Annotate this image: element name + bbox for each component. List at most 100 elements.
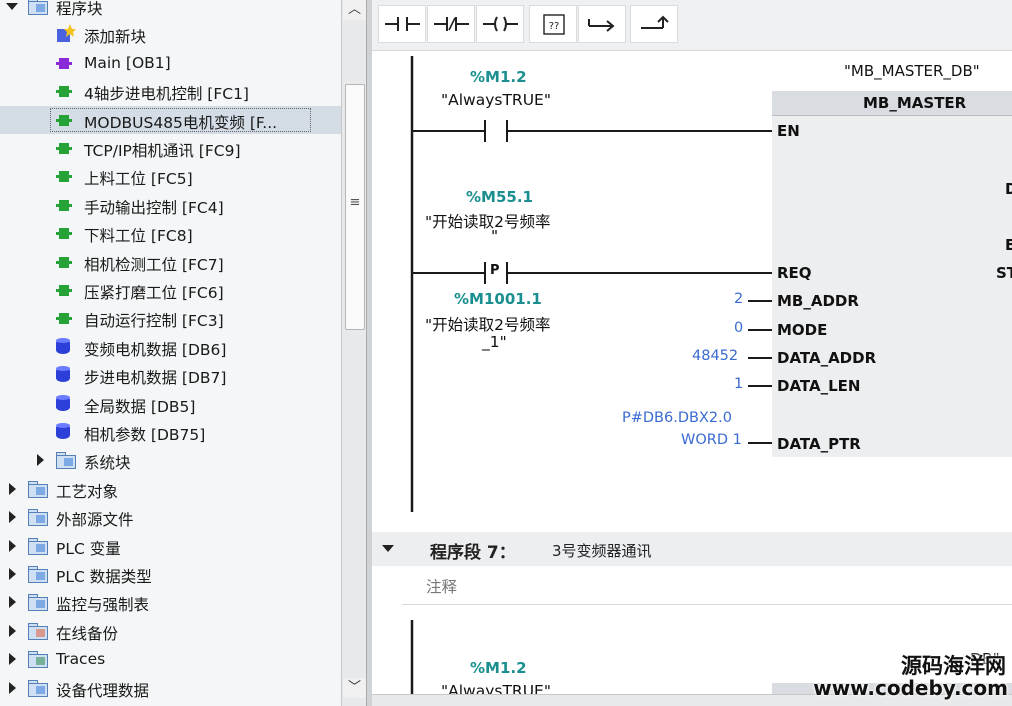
- edge-p-label: P: [490, 263, 500, 278]
- db-block-icon: [56, 394, 70, 413]
- data-ptr-value-1[interactable]: P#DB6.DBX2.0: [622, 410, 732, 426]
- tree-item[interactable]: 在线备份: [0, 617, 341, 645]
- insert-empty-box-button[interactable]: ??: [529, 5, 577, 43]
- data-addr-value[interactable]: 48452: [692, 348, 739, 364]
- device-proxy-icon: [28, 679, 48, 697]
- pin-req: REQ: [777, 264, 812, 282]
- tree-item[interactable]: MODBUS485电机变频 [F...: [0, 105, 341, 134]
- network7-title: 程序段 7：: [430, 543, 516, 563]
- expand-arrow-icon[interactable]: [9, 624, 16, 637]
- folder-icon: [28, 0, 48, 15]
- insert-no-contact-button[interactable]: [378, 5, 426, 43]
- tree-item[interactable]: Main [OB1]: [0, 49, 341, 77]
- watermark-line1: 源码海洋网: [901, 654, 1006, 678]
- scroll-down-button[interactable]: ﹀: [343, 678, 366, 698]
- selection-focus-box: [50, 107, 311, 132]
- tree-item-label: 监控与强制表: [56, 596, 150, 615]
- tree-vertical-scrollbar[interactable]: ︿ ≡ ﹀: [341, 0, 367, 706]
- tree-item-label: TCP/IP相机通讯 [FC9]: [84, 142, 241, 160]
- contact2-address[interactable]: %M55.1: [466, 188, 533, 206]
- tree-item[interactable]: 外部源文件: [0, 503, 341, 531]
- editor-horizontal-scrollbar[interactable]: [372, 694, 1012, 706]
- network7-description[interactable]: 3号变频器通讯: [552, 542, 652, 560]
- tree-item[interactable]: 变频电机数据 [DB6]: [0, 333, 341, 361]
- tree-item[interactable]: 监控与强制表: [0, 588, 341, 616]
- insert-nc-contact-button[interactable]: [427, 5, 475, 43]
- tree-item-label: 程序块: [56, 0, 103, 18]
- close-branch-button[interactable]: [630, 5, 678, 43]
- expand-arrow-icon[interactable]: [9, 596, 16, 609]
- tree-item-label: 下料工位 [FC8]: [84, 227, 193, 246]
- edge-memory-address[interactable]: %M1001.1: [454, 290, 542, 308]
- tree-item-label: 外部源文件: [56, 511, 134, 530]
- insert-coil-button[interactable]: [476, 5, 524, 43]
- network7-comment[interactable]: 注释: [402, 570, 1012, 605]
- tree-item[interactable]: 相机参数 [DB75]: [0, 418, 341, 446]
- tree-item[interactable]: PLC 数据类型: [0, 560, 341, 588]
- block-title: MB_MASTER: [863, 94, 967, 112]
- tree-item-label: Traces: [56, 650, 106, 669]
- db-block-icon: [56, 366, 70, 384]
- mb-master-block[interactable]: MB_MASTER EN REQ MB_ADDR MODE DATA_ADDR …: [772, 91, 1012, 457]
- expand-arrow-icon[interactable]: [9, 568, 16, 580]
- scroll-thumb[interactable]: ≡: [345, 84, 365, 330]
- pin-mb-addr: MB_ADDR: [777, 292, 859, 310]
- expand-arrow-icon[interactable]: [9, 653, 16, 666]
- tree-item-label: 压紧打磨工位 [FC6]: [84, 284, 224, 302]
- contact2-tag[interactable]: "开始读取2号频率: [425, 213, 551, 231]
- tree-item[interactable]: 自动运行控制 [FC3]: [0, 304, 341, 332]
- network7-header[interactable]: 程序段 7： 3号变频器通讯: [372, 532, 1012, 566]
- tree-item[interactable]: 4轴步进电机控制 [FC1]: [0, 77, 341, 105]
- tree-item[interactable]: 全局数据 [DB5]: [0, 390, 341, 418]
- pin-data-addr: DATA_ADDR: [777, 349, 877, 367]
- tree-item[interactable]: Traces: [0, 645, 341, 673]
- tree-item-label: Main [OB1]: [84, 53, 171, 72]
- instance-db-name[interactable]: "MB_MASTER_DB": [844, 62, 980, 80]
- contact1-address[interactable]: %M1.2: [470, 68, 527, 86]
- expand-arrow-icon[interactable]: [9, 482, 16, 495]
- tree-item[interactable]: 设备代理数据: [0, 674, 341, 702]
- fc-block-icon: [56, 86, 72, 98]
- expand-arrow-icon[interactable]: [9, 511, 16, 524]
- edge-memory-tag[interactable]: "开始读取2号频率: [425, 316, 551, 334]
- edge-memory-tag-cont: _1": [482, 333, 507, 351]
- tree-item[interactable]: 下料工位 [FC8]: [0, 219, 341, 247]
- tree-item-label: 设备代理数据: [56, 681, 150, 700]
- data-len-value[interactable]: 1: [734, 376, 744, 392]
- expand-arrow-icon[interactable]: [9, 539, 16, 552]
- tree-item[interactable]: 上料工位 [FC5]: [0, 162, 341, 190]
- pin-out-c: ST: [996, 264, 1012, 282]
- tree-item[interactable]: 工艺对象: [0, 475, 341, 503]
- pin-out-a: D: [1005, 180, 1012, 198]
- watermark-line2: www.codeby.com: [813, 676, 1008, 700]
- tree-item[interactable]: 步进电机数据 [DB7]: [0, 361, 341, 389]
- collapse-arrow-icon[interactable]: [6, 3, 18, 10]
- plc-tags-icon: [28, 537, 48, 555]
- tree-item[interactable]: 系统块: [0, 446, 341, 474]
- expand-arrow-icon[interactable]: [9, 681, 16, 694]
- mb-addr-value[interactable]: 2: [734, 291, 744, 307]
- fc-block-icon: [56, 114, 72, 126]
- coil-icon: [483, 16, 518, 32]
- open-branch-button[interactable]: [578, 5, 626, 43]
- collapse-network-icon[interactable]: [382, 545, 394, 552]
- expand-arrow-icon[interactable]: [37, 454, 44, 467]
- contact1-tag[interactable]: "AlwaysTRUE": [441, 91, 551, 109]
- tree-item[interactable]: 相机检测工位 [FC7]: [0, 248, 341, 276]
- pin-out-b: E: [1005, 236, 1012, 254]
- mode-value[interactable]: 0: [734, 320, 744, 336]
- db-block-icon: [56, 423, 70, 441]
- tree-item[interactable]: TCP/IP相机通讯 [FC9]: [0, 134, 341, 162]
- n7-instance-db-suffix[interactable]: DB": [970, 650, 1000, 668]
- tree-item[interactable]: PLC 变量: [0, 532, 341, 560]
- tree-item[interactable]: 压紧打磨工位 [FC6]: [0, 276, 341, 304]
- db-block-icon: [56, 337, 70, 356]
- tree-item[interactable]: 程序块: [0, 0, 341, 20]
- scroll-up-button[interactable]: ︿: [343, 0, 366, 20]
- tree-item[interactable]: 手动输出控制 [FC4]: [0, 191, 341, 219]
- network6-rungs: [410, 56, 772, 706]
- pane-splitter[interactable]: [366, 0, 373, 706]
- data-ptr-value-2[interactable]: WORD 1: [681, 432, 742, 448]
- n7-contact1-address[interactable]: %M1.2: [470, 659, 527, 677]
- tree-item[interactable]: 添加新块: [0, 20, 341, 48]
